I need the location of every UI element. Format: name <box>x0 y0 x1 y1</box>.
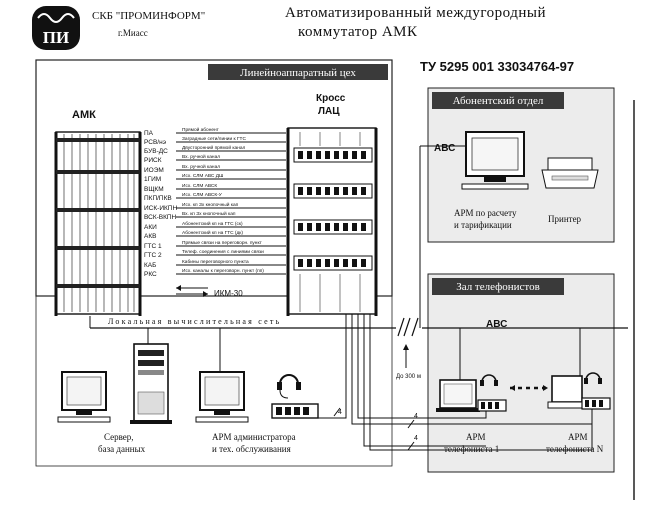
printer-icon <box>541 157 599 189</box>
channel-label: ГТС 2 <box>144 252 162 259</box>
headset-icon <box>584 372 602 384</box>
printer-label: Принтер <box>548 214 582 224</box>
title-line1: Автоматизированный междугородный <box>285 5 546 21</box>
line-description: Исх. СЛМ АВСК <box>182 183 217 189</box>
cross-label-2: ЛАЦ <box>318 106 340 117</box>
amk-channel-labels: ПА РСВ/нэ БУВ-ДС РИСК ИОЭМ 1ГИМ ВЩКМ ПКП… <box>144 130 177 278</box>
line-count-2: 4 <box>414 413 418 420</box>
amk-connection-lines <box>176 132 286 275</box>
server-monitor <box>57 371 111 423</box>
subscriber-header-label: Абонентский отдел <box>453 95 544 107</box>
lan-label: Локальная вычислительная сеть <box>108 317 281 326</box>
line-description: Двусторонний прямой канал <box>182 144 246 151</box>
line-description: Исх. СЛМ АВС ДШ <box>182 173 223 179</box>
distance-label: До 300 м <box>396 374 421 380</box>
line-description: Вх. ручной канал <box>182 163 220 170</box>
operator-n-label-1: АРМ <box>568 432 588 442</box>
operator-n-workstation <box>547 375 587 409</box>
operators-header-label: Зал телефонистов <box>456 281 540 293</box>
channel-label: 1ГИМ <box>144 176 161 183</box>
ikm-arrows <box>176 285 208 297</box>
line-count-1: 4 <box>338 409 342 416</box>
operator-console <box>271 403 319 419</box>
channel-label: ИСК-ИКПН <box>144 205 177 212</box>
line-description: Исх. СЛМ АВСК-У <box>182 192 223 198</box>
admin-label-1: АРМ администратора <box>212 432 296 442</box>
subscriber-header-bar <box>432 92 564 109</box>
admin-workstation <box>195 371 249 423</box>
server-label-2: база данных <box>98 444 146 454</box>
channel-label: ВЩКМ <box>144 186 164 193</box>
server-label-1: Сервер, <box>104 432 134 442</box>
channel-label: ГТС 1 <box>144 243 162 250</box>
line-description: Заградные сети/линии к ГТС <box>182 136 246 142</box>
cable-break-symbol <box>396 317 422 338</box>
channel-label: ПКП/ПКВ <box>144 195 172 202</box>
channel-label: АКИ <box>144 224 157 231</box>
spec-number: ТУ 5295 001 33034764-97 <box>420 59 574 74</box>
cross-cables <box>317 314 593 451</box>
line-description: Телеф. соединения с линиями связи <box>182 249 264 255</box>
line-description: Абонентский кп на ГТС (дк) <box>182 229 243 236</box>
cross-label-1: Кросс <box>316 93 346 104</box>
line-description: Прямые связи на переговорн. пункт <box>182 240 263 246</box>
line-count-3: 4 <box>414 435 418 442</box>
abc-label-top: АВС <box>434 143 455 154</box>
operator-1-label-2: телефониста 1 <box>444 444 499 454</box>
channel-label: РИСК <box>144 157 162 164</box>
logo-text: ПИ <box>43 28 69 47</box>
line-description: Исх. кп Зх кнопочный кап <box>182 201 239 208</box>
company-logo: ПИ <box>32 6 80 50</box>
channel-label: КАБ <box>144 262 156 269</box>
channel-label: ВСК-ВКПН <box>144 214 177 221</box>
company-name: СКБ "ПРОМИНФОРМ" <box>92 10 205 22</box>
lower-frame <box>35 295 393 467</box>
channel-label: РСВ/нэ <box>144 139 167 146</box>
line-description: Кабины переговорного пункта <box>182 259 249 265</box>
billing-label-2: и тарификации <box>454 220 512 230</box>
lac-header-label: Линейноаппаратный цех <box>240 67 356 79</box>
channel-label: БУВ-ДС <box>144 148 168 155</box>
title-line2: коммутатор АМК <box>298 24 418 40</box>
company-city: г.Миасс <box>118 28 148 38</box>
amk-line-descriptions: Прямой абонент Заградные сети/линии к ГТ… <box>182 126 264 274</box>
line-description: Прямой абонент <box>182 126 220 133</box>
ikm-label: ИКМ-30 <box>214 289 243 298</box>
amk-rack <box>54 131 142 316</box>
channel-label: ПА <box>144 130 154 137</box>
operator-n-label-2: телефониста N <box>546 444 604 454</box>
line-description: Исх. каналы к переговорн. пункт (пп) <box>182 268 264 274</box>
operator-1-workstation <box>436 379 480 412</box>
amk-label: АМК <box>72 109 96 121</box>
headset-icon <box>480 374 498 386</box>
operators-header-bar <box>432 278 564 295</box>
headset-icon <box>277 374 301 399</box>
line-description: Абонентский кп на ГТС (ск) <box>182 220 243 227</box>
billing-label-1: АРМ по расчету <box>454 208 517 218</box>
abc-label-bus: АВС <box>486 319 507 330</box>
operator-1-label-1: АРМ <box>466 432 486 442</box>
admin-label-2: и тех. обслуживания <box>212 444 291 454</box>
line-description: Вх. ручной канал <box>182 153 220 160</box>
channel-label: АКВ <box>144 233 156 240</box>
operators-frame <box>427 273 615 473</box>
operator-console <box>477 399 507 412</box>
server-tower <box>130 343 172 424</box>
billing-workstation <box>461 131 529 190</box>
line-description: Вх. кп Зх кнопочный кап <box>182 210 236 217</box>
cross-rack <box>286 127 378 316</box>
channel-label: РКС <box>144 271 157 278</box>
operator-console <box>581 397 611 410</box>
lac-header-bar <box>208 64 388 80</box>
channel-label: ИОЭМ <box>144 167 164 174</box>
